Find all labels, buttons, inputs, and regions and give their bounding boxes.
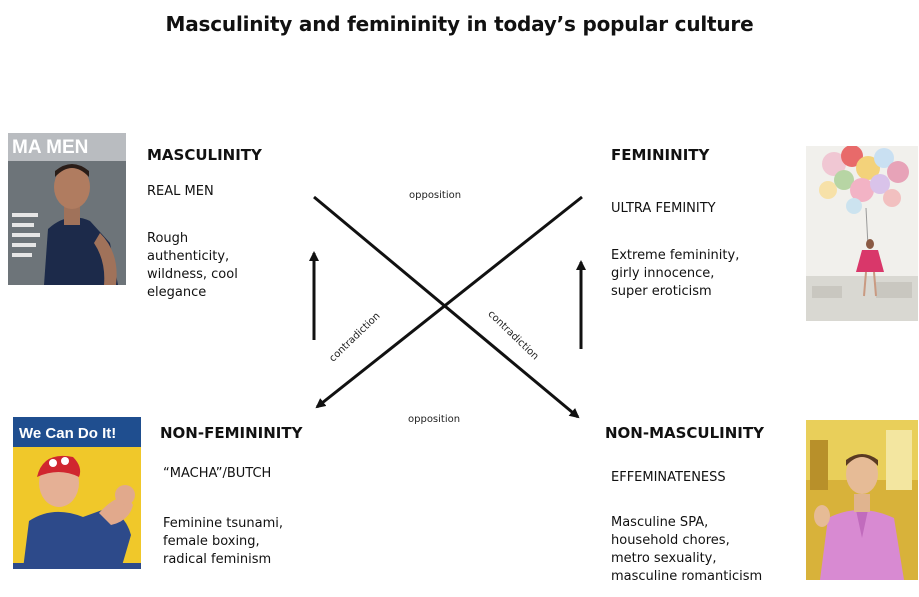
magazine-title-text: MA MEN bbox=[12, 137, 88, 158]
femininity-heading: FEMININITY bbox=[611, 146, 710, 164]
masculinity-line: Rough bbox=[147, 231, 189, 246]
masculinity-line: authenticity, bbox=[147, 249, 230, 264]
page-title: Masculinity and femininity in today’s po… bbox=[165, 12, 754, 36]
non-masculinity-subheading: EFFEMINATENESS bbox=[611, 470, 726, 485]
balloons-photo-image bbox=[806, 146, 918, 321]
non-masculinity-description: Masculine SPA, household chores, metro s… bbox=[611, 514, 762, 586]
non-masculinity-line: metro sexuality, bbox=[611, 551, 717, 566]
non-femininity-line: female boxing, bbox=[163, 534, 260, 549]
masculinity-heading: MASCULINITY bbox=[147, 146, 262, 164]
masculinity-subheading: REAL MEN bbox=[147, 184, 214, 199]
femininity-line: girly innocence, bbox=[611, 266, 715, 281]
magazine-cover-image: MA MEN bbox=[8, 133, 126, 285]
non-masculinity-heading: NON-MASCULINITY bbox=[605, 424, 764, 442]
non-femininity-description: Feminine tsunami, female boxing, radical… bbox=[163, 515, 283, 569]
poster-slogan-text: We Can Do It! bbox=[19, 425, 116, 442]
femininity-subheading: ULTRA FEMINITY bbox=[611, 201, 716, 216]
non-femininity-line: radical feminism bbox=[163, 552, 272, 567]
non-masculinity-line: Masculine SPA, bbox=[611, 515, 709, 530]
masculinity-line: elegance bbox=[147, 285, 207, 300]
non-femininity-heading: NON-FEMININITY bbox=[160, 424, 303, 442]
opposition-label-bottom: opposition bbox=[408, 414, 461, 425]
we-can-do-it-poster-image: We Can Do It! bbox=[13, 417, 141, 569]
pink-shirt-man-image bbox=[806, 420, 918, 580]
diagonal-line-femininity-to-non-femininity bbox=[315, 195, 583, 409]
masculinity-line: wildness, cool bbox=[147, 267, 238, 282]
femininity-line: Extreme femininity, bbox=[611, 248, 740, 263]
masculinity-description: Rough authenticity, wildness, cool elega… bbox=[147, 230, 238, 302]
non-femininity-line: Feminine tsunami, bbox=[163, 516, 283, 531]
femininity-line: super eroticism bbox=[611, 284, 712, 299]
diagonal-line-masculinity-to-non-masculinity bbox=[313, 195, 580, 419]
femininity-description: Extreme femininity, girly innocence, sup… bbox=[611, 247, 739, 301]
opposition-label-top: opposition bbox=[409, 190, 462, 201]
non-masculinity-line: household chores, bbox=[611, 533, 730, 548]
non-femininity-subheading: “MACHA”/BUTCH bbox=[163, 466, 272, 481]
non-masculinity-line: masculine romanticism bbox=[611, 569, 763, 584]
